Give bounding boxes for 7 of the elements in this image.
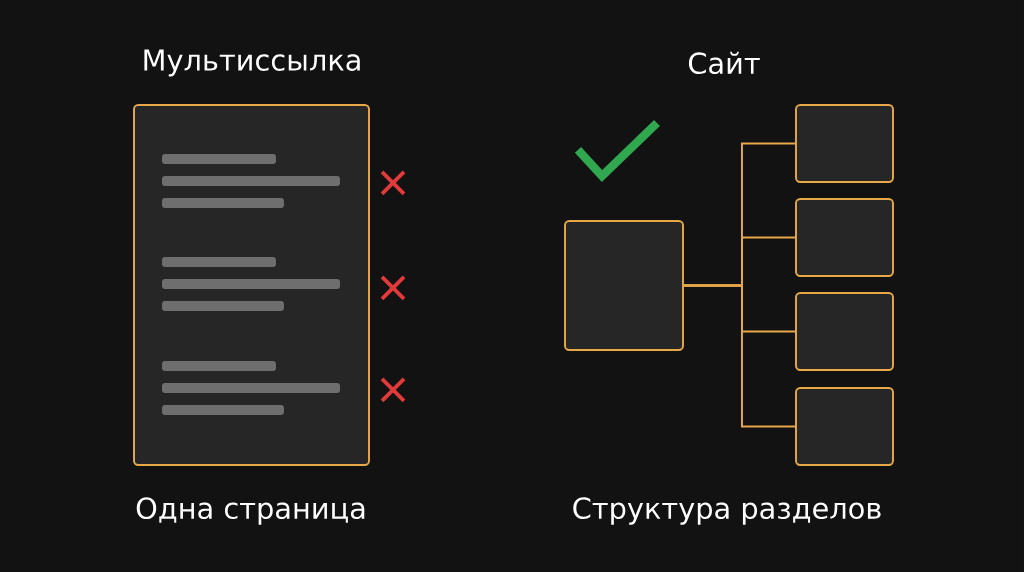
section-box xyxy=(795,387,894,466)
caption: Одна страница xyxy=(136,497,365,525)
section-box xyxy=(795,104,894,183)
section-box xyxy=(795,292,894,371)
section-box xyxy=(564,220,684,351)
connector-line xyxy=(683,284,796,428)
section-box xyxy=(795,198,894,277)
